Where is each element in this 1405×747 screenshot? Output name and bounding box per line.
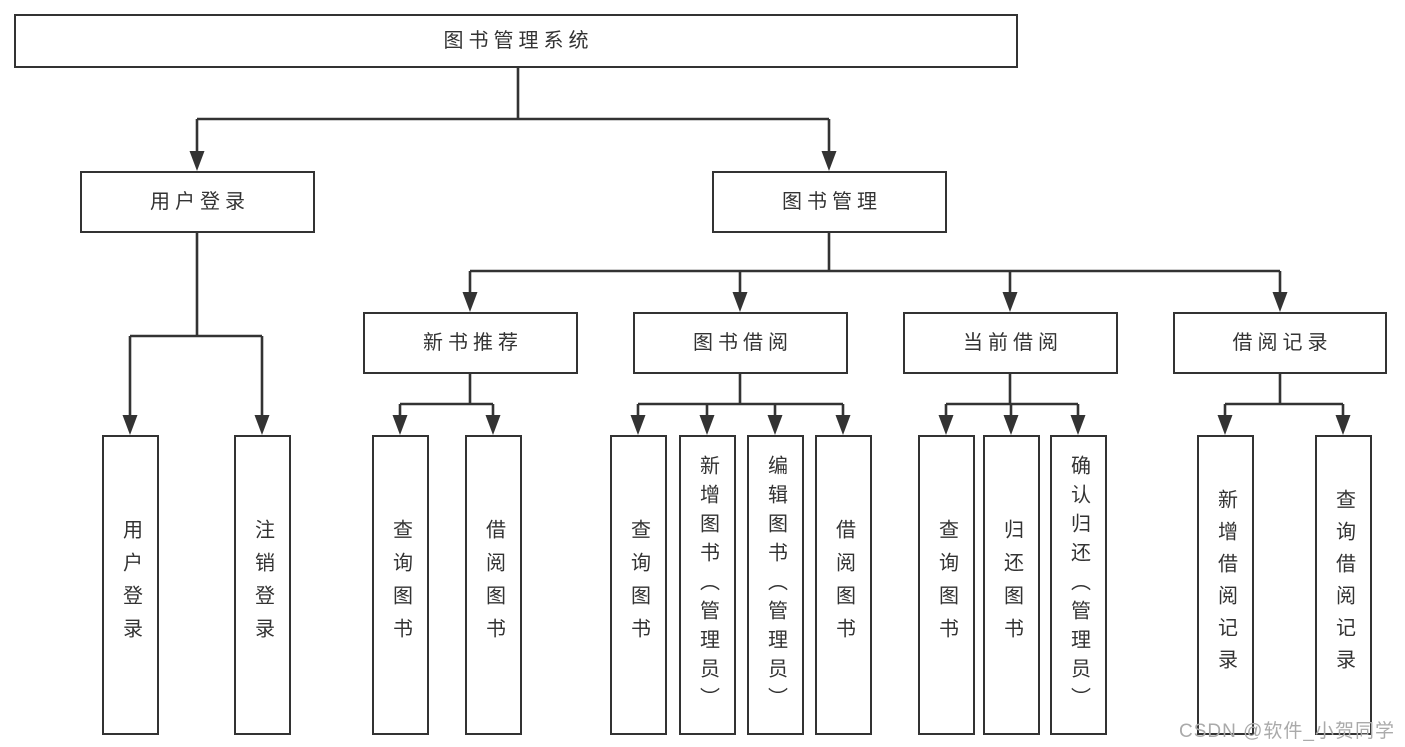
leaf-confirm-return-admin: 确认归还（管理员） xyxy=(1050,435,1107,735)
node-label: 图书借阅 xyxy=(693,332,793,354)
node-label: 图书管理 xyxy=(782,191,882,213)
leaf-query-books-recommend: 查询图书 xyxy=(372,435,429,735)
node-label: 借阅图书 xyxy=(832,519,855,651)
watermark: CSDN @软件_小贺同学 xyxy=(1179,721,1395,742)
node-label: 新书推荐 xyxy=(423,332,523,354)
node-book-borrow: 图书借阅 xyxy=(633,312,848,374)
node-label: 注销登录 xyxy=(251,519,274,651)
node-current-borrow: 当前借阅 xyxy=(903,312,1118,374)
node-label: 查询图书 xyxy=(935,519,958,651)
node-label: 新增借阅记录 xyxy=(1214,489,1237,681)
node-label: 用户登录 xyxy=(150,191,250,213)
leaf-query-books-current: 查询图书 xyxy=(918,435,975,735)
leaf-edit-book-admin: 编辑图书（管理员） xyxy=(747,435,804,735)
leaf-add-book-admin: 新增图书（管理员） xyxy=(679,435,736,735)
node-new-book-recommend: 新书推荐 xyxy=(363,312,578,374)
node-label: 借阅记录 xyxy=(1232,332,1333,354)
node-label: 新增图书（管理员） xyxy=(696,454,719,716)
node-label: 查询借阅记录 xyxy=(1332,489,1355,681)
node-label: 查询图书 xyxy=(389,519,412,651)
leaf-add-borrow-record: 新增借阅记录 xyxy=(1197,435,1254,735)
node-label: 查询图书 xyxy=(627,519,650,651)
node-label: 确认归还（管理员） xyxy=(1067,454,1090,716)
leaf-borrow-books: 借阅图书 xyxy=(815,435,872,735)
node-label: 当前借阅 xyxy=(963,332,1063,354)
leaf-query-books-borrow: 查询图书 xyxy=(610,435,667,735)
node-library-system: 图书管理系统 xyxy=(14,14,1018,68)
node-label: 借阅图书 xyxy=(482,519,505,651)
node-book-management: 图书管理 xyxy=(712,171,947,233)
node-label: 图书管理系统 xyxy=(443,30,594,52)
leaf-borrow-books-recommend: 借阅图书 xyxy=(465,435,522,735)
leaf-return-book: 归还图书 xyxy=(983,435,1040,735)
leaf-user-login: 用户登录 xyxy=(102,435,159,735)
node-borrow-records: 借阅记录 xyxy=(1173,312,1387,374)
node-user-login: 用户登录 xyxy=(80,171,315,233)
node-label: 归还图书 xyxy=(1000,519,1023,651)
node-label: 用户登录 xyxy=(119,519,142,651)
leaf-query-borrow-record: 查询借阅记录 xyxy=(1315,435,1372,735)
node-label: 编辑图书（管理员） xyxy=(764,454,787,716)
leaf-logout-login: 注销登录 xyxy=(234,435,291,735)
